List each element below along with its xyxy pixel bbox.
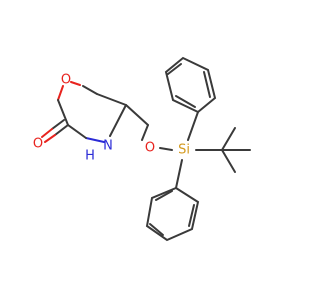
phenyl-upper-double-1 [203, 71, 211, 98]
bond-cq-me1 [221, 127, 236, 151]
bond-c2-n3-seg [67, 124, 87, 139]
bond-cq-me3 [221, 149, 236, 173]
bond-o-si [159, 147, 173, 151]
atom-ring-oxygen: O [61, 73, 71, 88]
phenyl-lower-double-3 [155, 190, 173, 201]
phenyl-upper-hexagon [164, 56, 217, 114]
phenyl-upper-double-2 [167, 63, 182, 75]
linker [125, 104, 173, 151]
tert-butyl-group [195, 127, 251, 173]
atom-hydrogen: H [85, 149, 95, 164]
phenyl-lower-double-2 [149, 223, 164, 236]
molecule-structure: O O N H O Si [33, 56, 251, 242]
atom-carbonyl-oxygen: O [33, 137, 43, 152]
phenyl-ring-upper [164, 56, 217, 141]
bond-si-ph2 [175, 159, 183, 189]
atom-nitrogen: N [103, 139, 113, 154]
molecule-canvas: O O N H O Si [32, 56, 251, 242]
bond-c4-n3 [109, 104, 127, 137]
bond-c5-o1 [82, 85, 98, 95]
bond-o1-c5-seg [70, 81, 81, 86]
bond-c5-c4 [96, 93, 127, 106]
bond-ch2-o [141, 124, 149, 141]
phenyl-upper-double-3 [175, 95, 196, 108]
atom-silicon: Si [178, 143, 190, 158]
bond-si-ph1 [187, 111, 199, 141]
bond-c2-carbonyl-1 [54, 124, 69, 136]
phenyl-ring-lower [145, 159, 200, 242]
bond-c2-o1-seg [57, 99, 69, 126]
bond-c2-carbonyl-2 [51, 119, 65, 130]
bond-c2-carbonyl-2b [41, 128, 53, 138]
bond-o1-c2 [57, 85, 64, 101]
bond-n3-c2 [85, 137, 105, 143]
phenyl-lower-hexagon [145, 186, 200, 242]
oxazolidinone-ring [41, 81, 127, 143]
bond-c2-carbonyl-1b [44, 134, 56, 143]
bond-c4-ch2 [125, 104, 149, 126]
phenyl-lower-double-1 [188, 204, 195, 227]
atom-ether-oxygen: O [145, 141, 155, 156]
